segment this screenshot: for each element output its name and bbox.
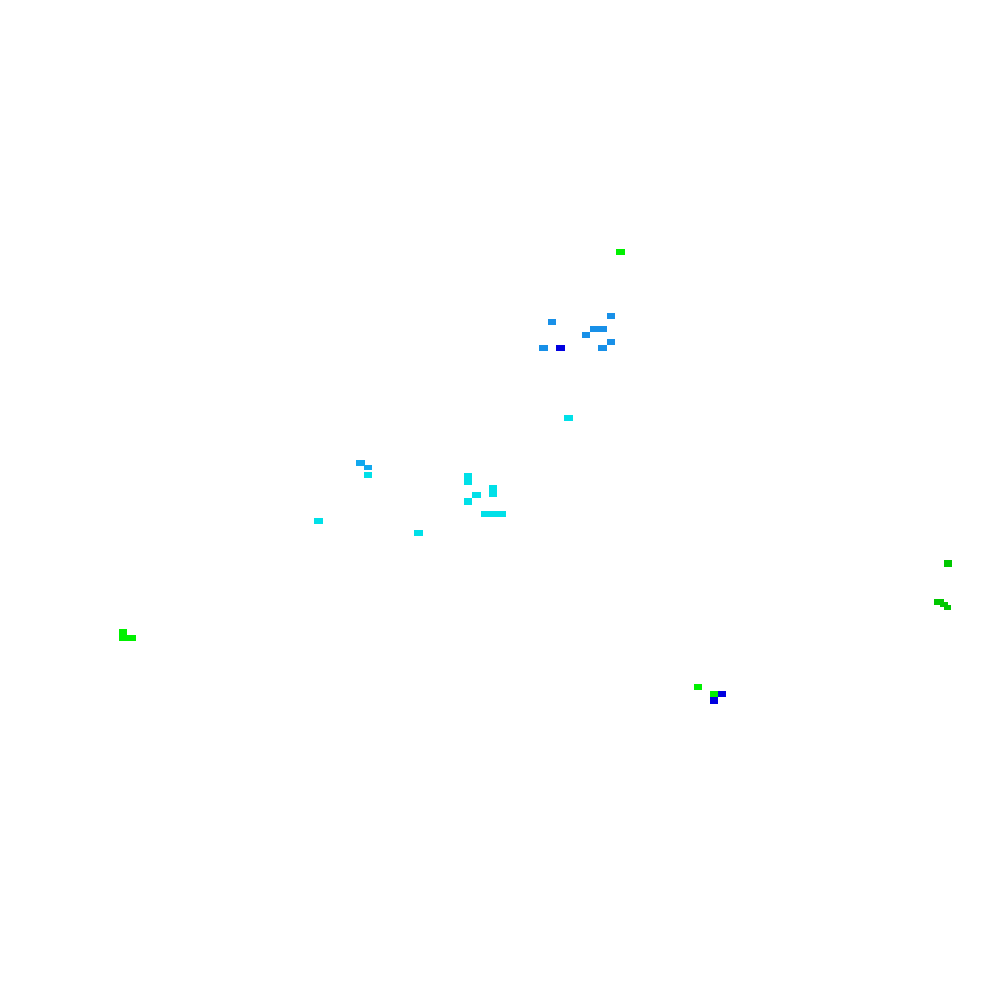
map-cell <box>364 472 372 478</box>
map-cell <box>464 473 472 485</box>
map-cell <box>464 498 472 505</box>
map-cell <box>934 599 944 605</box>
map-cell <box>548 319 556 325</box>
map-cell <box>489 485 497 497</box>
map-cell <box>710 697 718 704</box>
map-cell <box>356 460 365 466</box>
map-cell <box>590 326 607 332</box>
map-cell <box>119 629 127 636</box>
map-cell <box>718 691 726 697</box>
map-cell <box>582 332 590 338</box>
map-cell <box>710 691 718 697</box>
map-cell <box>944 560 952 567</box>
map-cell <box>481 511 506 517</box>
map-cell <box>556 345 565 351</box>
map-cell <box>940 602 948 607</box>
map-cell <box>598 345 607 351</box>
map-cell <box>472 492 481 498</box>
map-cell <box>694 684 702 690</box>
map-cell <box>616 249 625 255</box>
map-cell <box>314 518 323 524</box>
map-cell <box>944 605 951 610</box>
map-cell <box>539 345 548 351</box>
cell-layer <box>119 249 952 704</box>
map-cell <box>364 465 372 470</box>
map-cell <box>119 635 136 641</box>
map-cell <box>564 415 573 421</box>
map-cell <box>414 530 423 536</box>
map-cell <box>607 339 615 345</box>
map-cell <box>607 313 615 319</box>
